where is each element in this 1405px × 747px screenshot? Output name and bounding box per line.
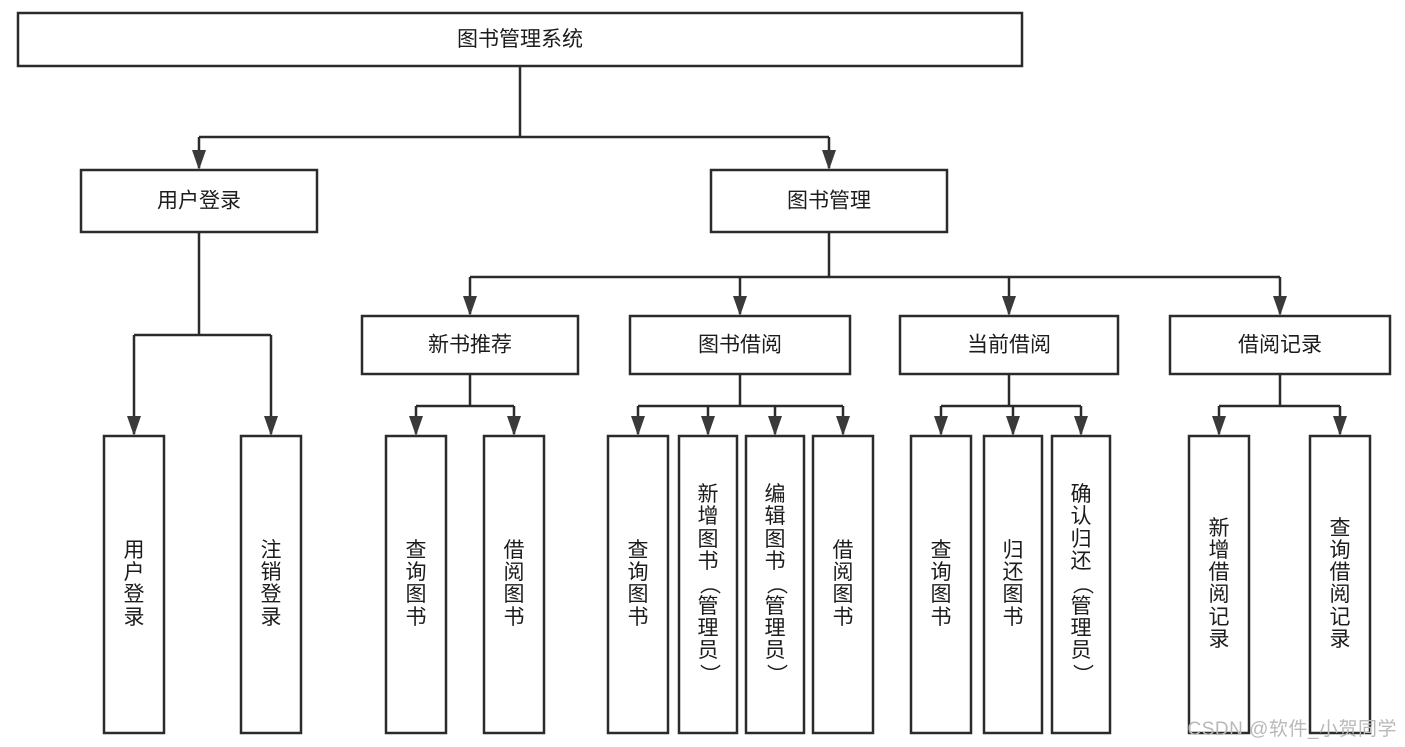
arrow-to-level3-0 bbox=[463, 296, 477, 316]
arrow-to-leaf-9 bbox=[1006, 416, 1020, 436]
node-level3-label-2: 当前借阅 bbox=[967, 334, 1051, 357]
node-level3-label-0: 新书推荐 bbox=[428, 334, 512, 357]
node-leaf-box-4[interactable] bbox=[606, 434, 670, 735]
arrow-to-leaf-12 bbox=[1333, 416, 1347, 436]
node-level2-label-0: 用户登录 bbox=[157, 190, 241, 213]
arrow-to-leaf-6 bbox=[768, 416, 782, 436]
boxes-layer bbox=[16, 11, 1392, 735]
node-leaf-box-6[interactable] bbox=[744, 434, 806, 735]
node-leaf-box-3[interactable] bbox=[482, 434, 546, 735]
node-leaf-box-1[interactable] bbox=[239, 434, 303, 735]
arrow-to-level3-2 bbox=[1002, 296, 1016, 316]
node-leaf-box-11[interactable] bbox=[1187, 434, 1251, 735]
arrow-to-leaf-8 bbox=[934, 416, 948, 436]
node-level2-box-1[interactable] bbox=[709, 168, 949, 234]
node-leaf-box-2[interactable] bbox=[384, 434, 448, 735]
arrow-to-level2-0 bbox=[192, 150, 206, 170]
node-level3-box-1[interactable] bbox=[628, 314, 852, 376]
node-level3-box-0[interactable] bbox=[360, 314, 580, 376]
node-level2-box-0[interactable] bbox=[79, 168, 319, 234]
node-root-label: 图书管理系统 bbox=[457, 28, 583, 51]
arrow-to-leaf-0 bbox=[127, 416, 141, 436]
arrow-to-leaf-4 bbox=[631, 416, 645, 436]
node-leaf-box-5[interactable] bbox=[677, 434, 739, 735]
arrow-to-level3-1 bbox=[733, 296, 747, 316]
node-leaf-box-8[interactable] bbox=[909, 434, 973, 735]
arrow-to-leaf-7 bbox=[836, 416, 850, 436]
node-level3-label-3: 借阅记录 bbox=[1238, 334, 1322, 357]
arrow-to-leaf-3 bbox=[507, 416, 521, 436]
node-leaf-box-10[interactable] bbox=[1050, 434, 1112, 735]
node-leaf-box-9[interactable] bbox=[982, 434, 1044, 735]
node-leaf-box-7[interactable] bbox=[811, 434, 875, 735]
node-leaf-box-12[interactable] bbox=[1308, 434, 1372, 735]
arrow-to-level3-3 bbox=[1273, 296, 1287, 316]
node-root-box[interactable] bbox=[16, 11, 1024, 68]
node-level2-label-1: 图书管理 bbox=[787, 190, 871, 213]
arrow-to-leaf-2 bbox=[409, 416, 423, 436]
arrow-to-leaf-11 bbox=[1212, 416, 1226, 436]
arrow-to-leaf-10 bbox=[1074, 416, 1088, 436]
arrow-to-leaf-1 bbox=[264, 416, 278, 436]
node-level3-box-3[interactable] bbox=[1168, 314, 1392, 376]
node-level3-label-1: 图书借阅 bbox=[698, 334, 782, 357]
arrow-to-leaf-5 bbox=[701, 416, 715, 436]
arrow-to-level2-1 bbox=[822, 150, 836, 170]
node-level3-box-2[interactable] bbox=[898, 314, 1120, 376]
connectors-layer bbox=[127, 66, 1347, 436]
node-leaf-box-0[interactable] bbox=[102, 434, 166, 735]
